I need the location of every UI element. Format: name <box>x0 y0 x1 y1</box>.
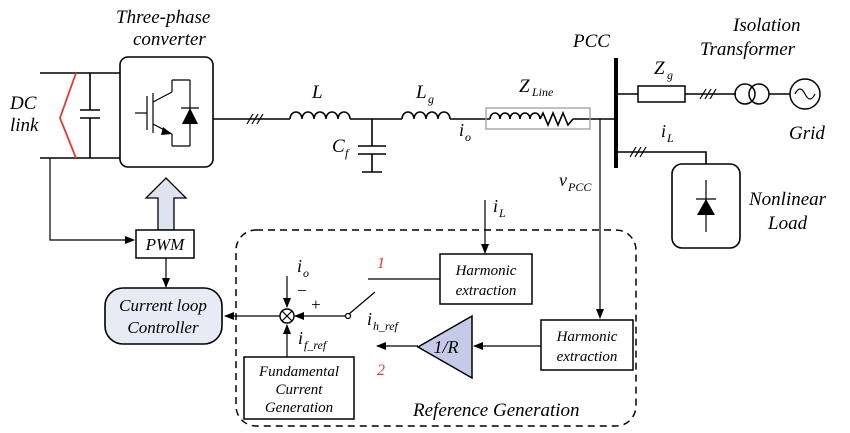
converter-box <box>119 56 214 168</box>
isolation-label-1: Isolation <box>732 15 801 36</box>
three-phase-converter: Three-phase converter <box>116 7 214 168</box>
gain-1-over-r <box>416 314 473 380</box>
if-ref-subscript: f_ref <box>304 338 328 352</box>
dc-link-label-1: DC <box>9 93 37 114</box>
fundamental-label-1: Fundamental <box>258 364 339 380</box>
zg-label: Z <box>654 58 665 79</box>
grid-branch <box>616 78 821 110</box>
switch-position-2: 2 <box>377 362 385 379</box>
vpcc-subscript: PCC <box>567 180 592 194</box>
ih-ref-label: i <box>367 309 372 329</box>
zg-impedance <box>637 85 686 103</box>
fundamental-label-2: Current <box>276 382 324 398</box>
isolation-label-2: Transformer <box>700 39 796 60</box>
nonlinear-label-2: Load <box>767 213 808 234</box>
il-label: i <box>661 121 666 141</box>
reference-generation-label: Reference Generation <box>412 400 580 421</box>
harmonic2-label-1: Harmonic <box>556 329 618 345</box>
dc-link-label-2: link <box>10 115 39 136</box>
reference-generation-boundary <box>235 229 637 427</box>
zline-subscript: Line <box>531 85 554 99</box>
harmonic2-label-2: extraction <box>557 349 618 365</box>
inductor-l-label: L <box>311 82 323 103</box>
gate-signal-arrow <box>144 177 188 231</box>
vpcc-label: v <box>559 170 567 190</box>
switch-position-1: 1 <box>377 255 385 272</box>
current-loop-controller <box>104 287 223 345</box>
controller-label-1: Current loop <box>119 296 207 315</box>
grid-label: Grid <box>789 123 825 144</box>
dc-link: DC link <box>9 72 120 159</box>
selector-switch <box>348 291 376 315</box>
harmonic-extraction-1 <box>439 253 533 305</box>
zline-label: Z <box>519 76 530 97</box>
ref-il-label: i <box>493 196 498 216</box>
converter-label-2: converter <box>133 29 206 50</box>
dc-feedback-line <box>49 158 135 244</box>
pwm-label: PWM <box>145 235 186 254</box>
ih-ref-subscript: h_ref <box>373 319 400 333</box>
dc-source-red-lines <box>59 72 77 159</box>
harmonic1-label-1: Harmonic <box>455 263 517 279</box>
harmonic1-label-2: extraction <box>456 283 517 299</box>
sum-io-subscript: o <box>303 266 309 280</box>
pwm-block <box>135 229 195 259</box>
nonlinear-label-1: Nonlinear <box>748 189 827 210</box>
il-subscript: L <box>666 131 674 145</box>
inductor-lg-subscript: g <box>428 92 434 106</box>
power-line <box>213 110 616 173</box>
cap-cf-label: C <box>332 136 345 157</box>
nonlinear-load-branch <box>616 146 741 249</box>
plus-sign: + <box>310 295 321 314</box>
harmonic-extraction-2 <box>540 319 634 371</box>
pcc-label: PCC <box>572 31 610 52</box>
sum-io-label: i <box>297 256 302 276</box>
fundamental-label-3: Generation <box>265 400 333 416</box>
converter-label-1: Three-phase <box>116 7 210 28</box>
inductor-lg-label: L <box>415 82 427 103</box>
cap-cf-subscript: f <box>345 146 350 160</box>
fundamental-current-generation <box>243 356 355 420</box>
io-label: i <box>459 120 464 140</box>
io-subscript: o <box>465 130 471 144</box>
zg-subscript: g <box>667 68 673 82</box>
controller-label-2: Controller <box>127 318 199 337</box>
minus-sign: − <box>296 281 307 300</box>
grid-source <box>789 78 821 110</box>
zline-box <box>485 107 591 130</box>
ref-il-subscript: L <box>498 206 506 220</box>
gain-label: 1/R <box>434 337 459 357</box>
if-ref-label: i <box>298 328 303 348</box>
